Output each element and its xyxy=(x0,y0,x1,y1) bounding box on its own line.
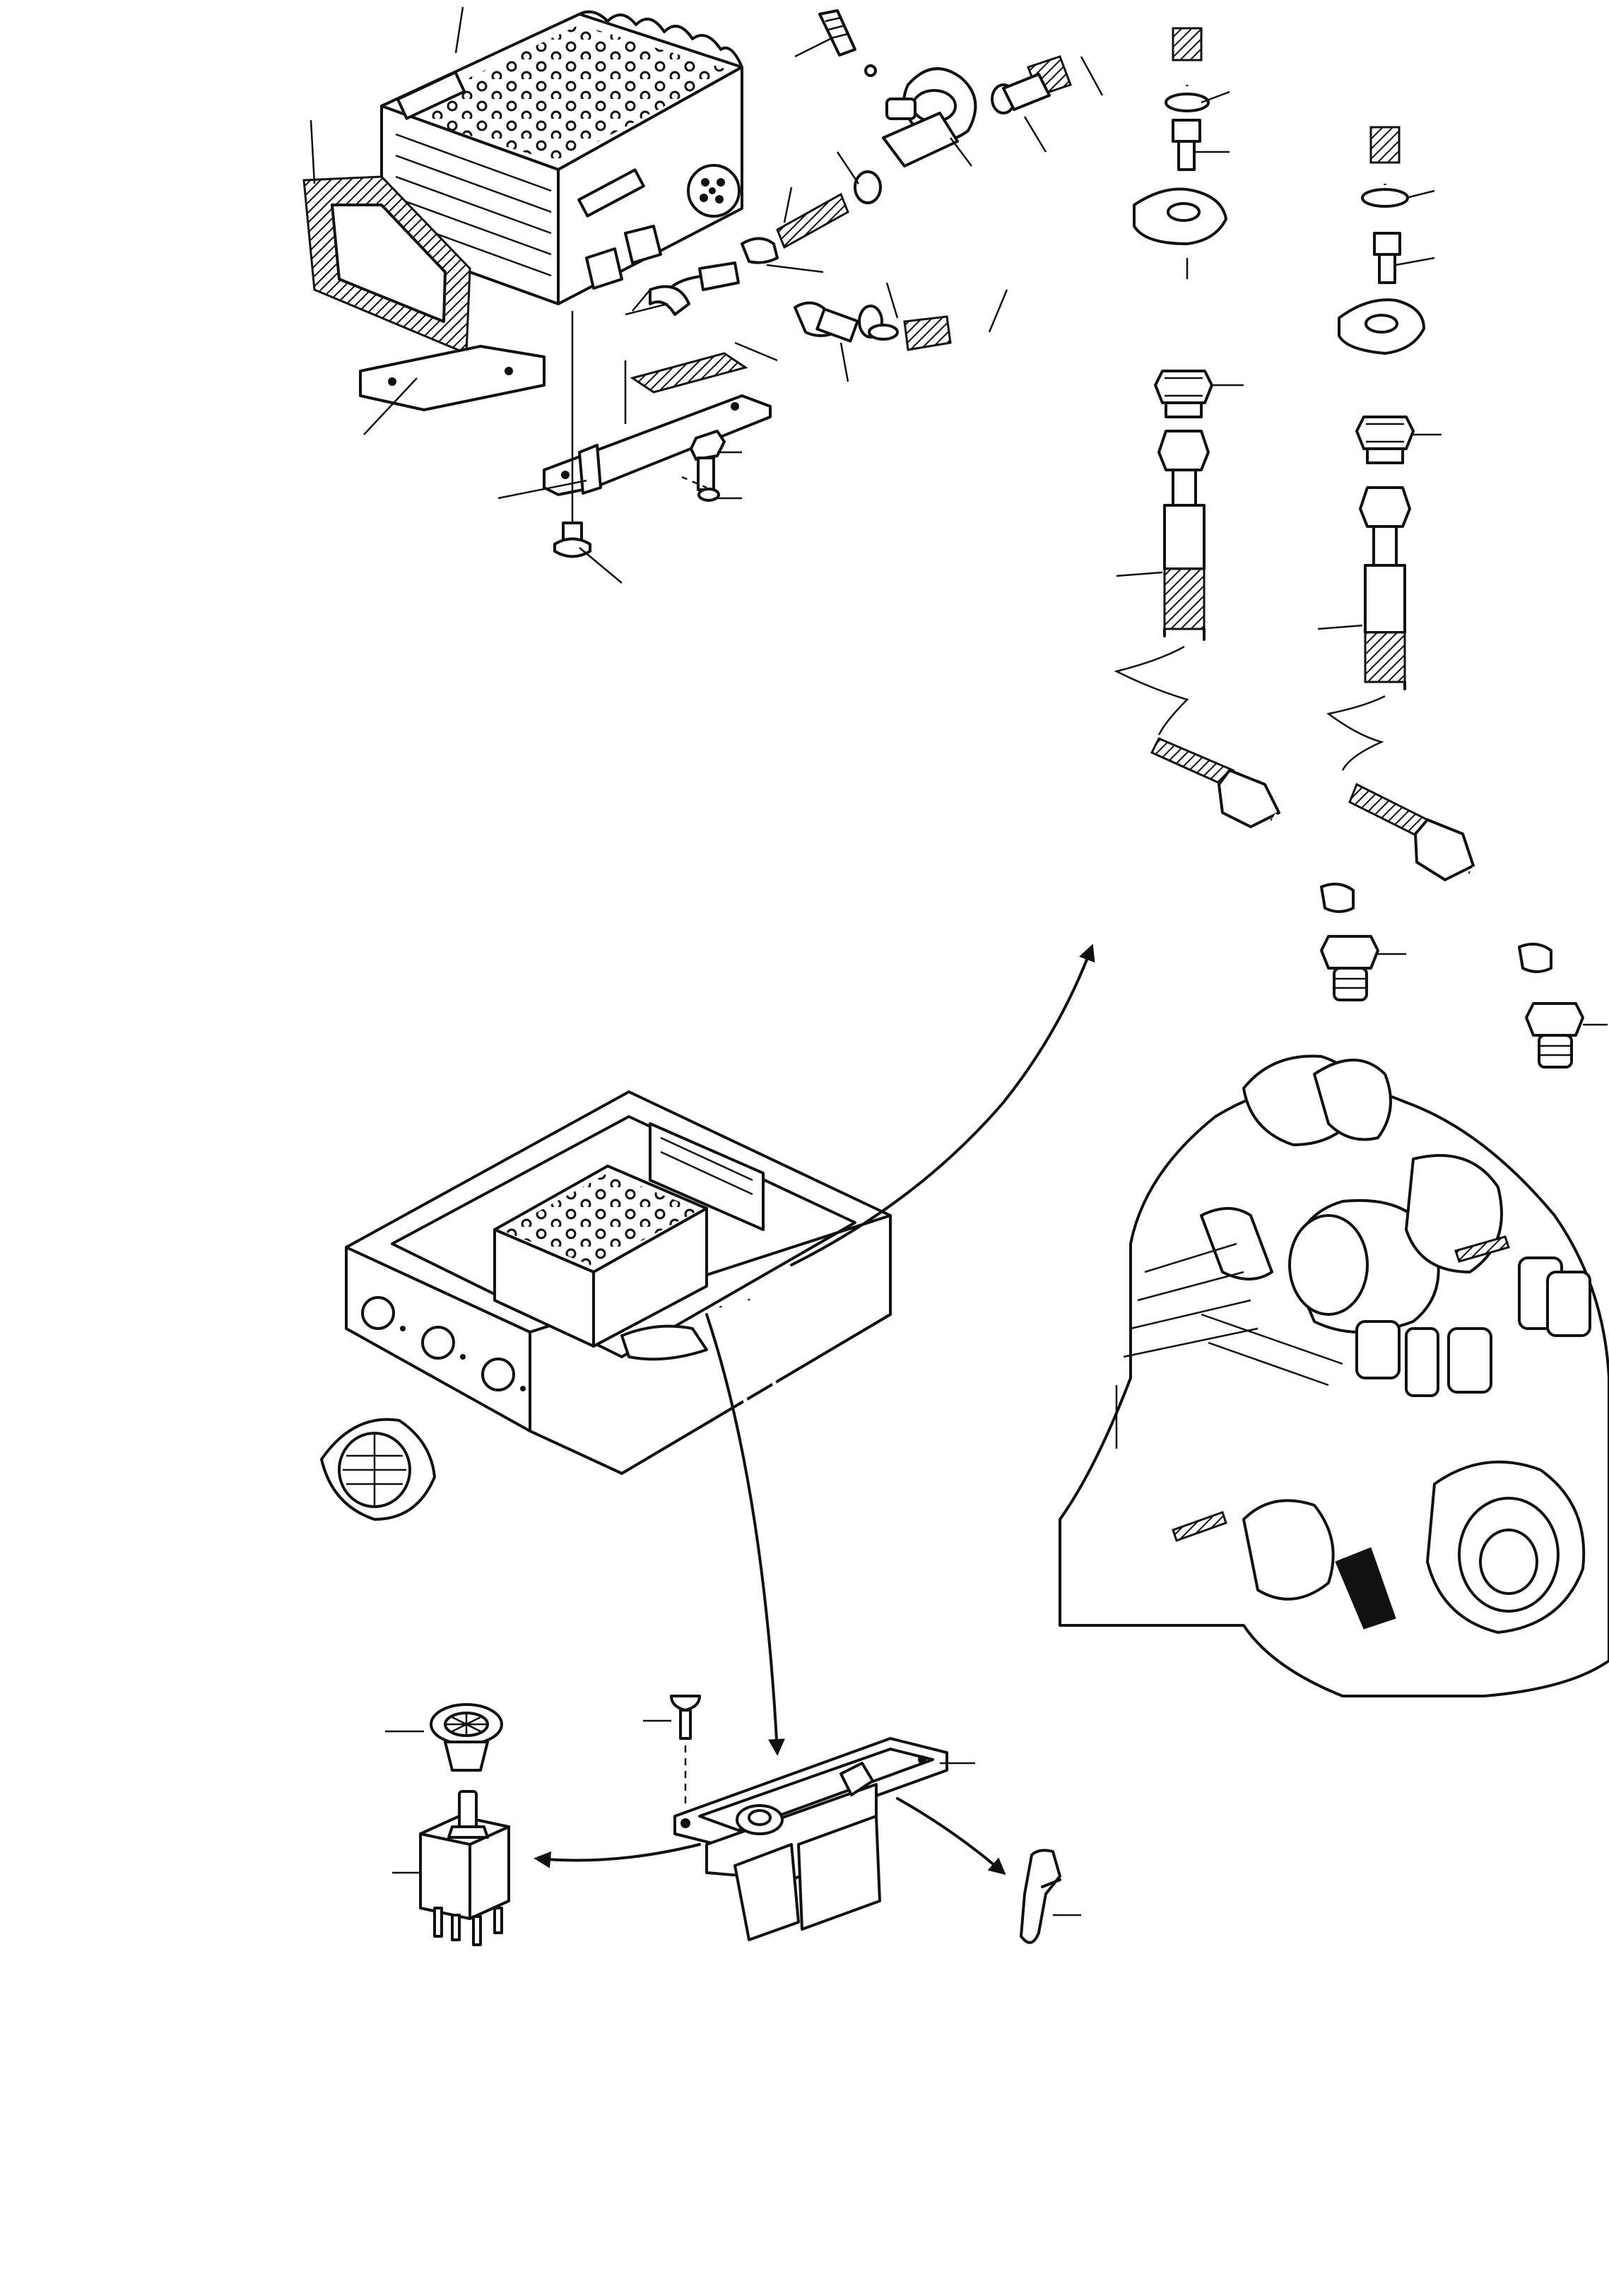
switch-arrow-left xyxy=(534,1843,701,1868)
union-nipple xyxy=(1320,935,1379,1001)
callout-leaders-top xyxy=(310,6,742,584)
water-valve xyxy=(882,67,977,167)
tap-fitting-2 xyxy=(1338,232,1425,355)
flexible-hose-2 xyxy=(1359,486,1411,690)
cab-floor-box xyxy=(345,1090,892,1475)
panel-screw xyxy=(670,1695,701,1809)
flexible-hose xyxy=(1157,430,1210,641)
callout-leaders-right xyxy=(1116,384,1608,1026)
air-vent-grille xyxy=(320,1418,436,1521)
mounting-bracket xyxy=(359,345,546,411)
switch-panel xyxy=(673,1737,948,1941)
tap-fitting xyxy=(1133,119,1227,245)
control-lever xyxy=(1020,1849,1061,1944)
union-nipple-2 xyxy=(1525,1002,1584,1068)
fan-switch xyxy=(419,1790,510,1946)
engine xyxy=(1059,1054,1609,1697)
heater-unit xyxy=(380,10,743,305)
hose-connector xyxy=(794,301,859,343)
heater-pipe-stubs xyxy=(585,225,662,290)
switch-knob xyxy=(430,1703,503,1772)
support-bracket xyxy=(543,394,772,496)
hose-pipe-long xyxy=(903,98,1401,351)
heater-unit-installed xyxy=(493,1165,708,1348)
flexible-hose-lower xyxy=(1150,737,1355,913)
hose xyxy=(776,192,849,249)
flow-arrow-down xyxy=(705,1313,785,1756)
nipple-adapter-2 xyxy=(1355,416,1415,464)
drain-plug xyxy=(818,9,877,77)
mounting-strip xyxy=(630,352,748,394)
callout-leaders-hoses xyxy=(625,37,1435,382)
callout-leaders-bottom xyxy=(385,1719,1081,1917)
switch-arrow-right xyxy=(896,1797,1006,1876)
flexible-hose-lower-2 xyxy=(1348,782,1552,973)
gasket-frame xyxy=(302,175,471,355)
bolt xyxy=(690,430,726,491)
hose-pipe xyxy=(1002,27,1203,111)
hose-clamp xyxy=(741,83,1409,341)
nipple-adapter xyxy=(1154,370,1213,418)
elbow-fitting xyxy=(649,261,740,316)
flow-arrow-up xyxy=(790,943,1095,1266)
